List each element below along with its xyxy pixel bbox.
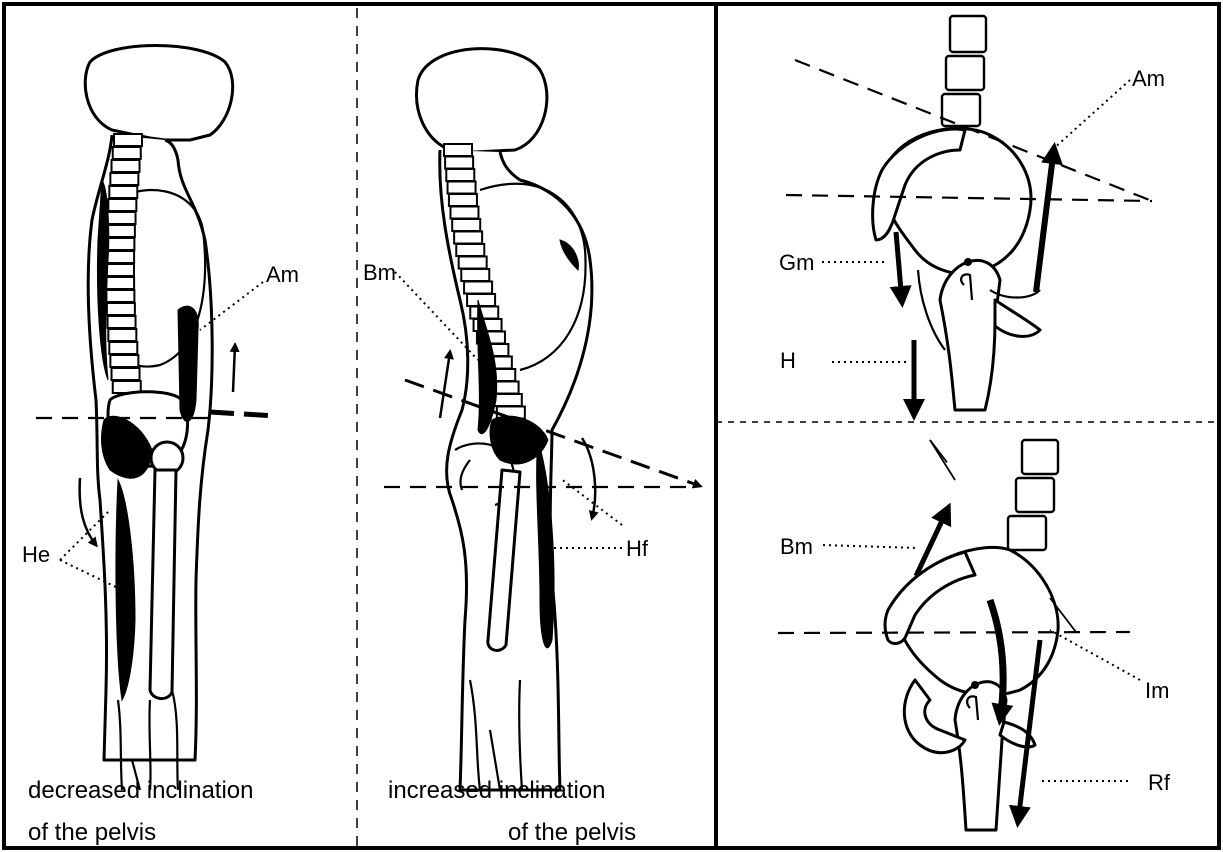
pelvis-inclination-line-tail	[930, 440, 955, 480]
vertebra	[109, 342, 137, 354]
vertebra	[108, 329, 136, 341]
femur-head	[955, 682, 1006, 830]
vertebra	[464, 282, 492, 294]
vertebra	[110, 173, 138, 185]
hip-flexion-arrow	[582, 438, 595, 518]
label-he: He	[22, 542, 50, 567]
vertebra	[107, 303, 135, 315]
head-shape	[85, 46, 232, 141]
vertebra	[106, 264, 134, 276]
vertebra	[112, 160, 140, 172]
caption-left-line2: of the pelvis	[28, 819, 156, 846]
vertebra	[950, 16, 986, 52]
gm-force-arrow	[896, 232, 902, 302]
femur-bone	[150, 470, 176, 699]
label-im: Im	[1145, 678, 1169, 703]
hip-extension-arrow	[80, 478, 96, 545]
label-am: Am	[1132, 66, 1165, 91]
hf-leader-line	[550, 478, 622, 548]
label-bm: Bm	[363, 260, 396, 285]
am-leader-line	[1052, 80, 1130, 150]
panel-decreased-inclination: Am He decreased inclination of the pelvi…	[22, 46, 299, 847]
vertebra	[108, 199, 136, 211]
label-am: Am	[266, 262, 299, 287]
pelvis-tilt-line	[210, 412, 276, 416]
vertebra	[1008, 516, 1046, 550]
back-pull-arrow	[440, 352, 450, 418]
vertebra	[109, 186, 137, 198]
vertebra	[107, 225, 135, 237]
vertebra	[112, 368, 140, 380]
pubic-loop	[995, 300, 1040, 336]
vertebra	[113, 147, 141, 159]
vertebra	[106, 238, 134, 250]
vertebra	[456, 244, 484, 256]
vertebra	[449, 194, 477, 206]
vertebra	[114, 134, 142, 146]
vertebra	[946, 56, 984, 90]
am-force-arrow	[1036, 148, 1054, 292]
label-bm: Bm	[780, 534, 813, 559]
panel-pelvis-detail-bottom: Bm Im Rf	[778, 440, 1171, 830]
vertebra	[444, 144, 472, 156]
vertebra	[452, 219, 480, 231]
vertebra	[450, 207, 478, 219]
caption-mid-line2: of the pelvis	[508, 819, 636, 846]
label-hf: Hf	[626, 536, 649, 561]
vertebra	[1022, 440, 1058, 474]
im-leader-line	[1050, 630, 1140, 680]
abdominal-pull-arrow	[233, 345, 235, 392]
vertebra	[459, 257, 487, 269]
panel-pelvis-detail-top: Am Gm H	[779, 16, 1165, 415]
vertebra	[467, 294, 495, 306]
bm-leader-line	[823, 545, 918, 548]
vertebra	[446, 169, 474, 181]
vertebra	[470, 307, 498, 319]
label-h: H	[780, 348, 796, 373]
vertebra	[494, 394, 522, 406]
abdominal-muscle	[178, 306, 198, 421]
femur-socket-dot	[964, 258, 972, 266]
head-shape	[417, 49, 547, 152]
vertebra	[445, 157, 473, 169]
caption-left-line1: decreased inclination	[28, 777, 253, 804]
femur-socket-dot	[971, 681, 979, 689]
label-rf: Rf	[1148, 770, 1171, 795]
label-gm: Gm	[779, 250, 814, 275]
vertebra	[1016, 478, 1054, 512]
vertebra	[106, 277, 134, 289]
caption-mid-line1: increased inclination	[388, 777, 605, 804]
vertebra	[110, 355, 138, 367]
vertebra	[108, 316, 136, 328]
panel-increased-inclination: Bm Hf increased inclination of the pelvi…	[363, 49, 700, 846]
vertebra	[106, 290, 134, 302]
vertebra	[461, 269, 489, 281]
vertebra	[448, 182, 476, 194]
vertebra	[454, 232, 482, 244]
vertebra	[108, 212, 136, 224]
vertebra	[106, 251, 134, 263]
